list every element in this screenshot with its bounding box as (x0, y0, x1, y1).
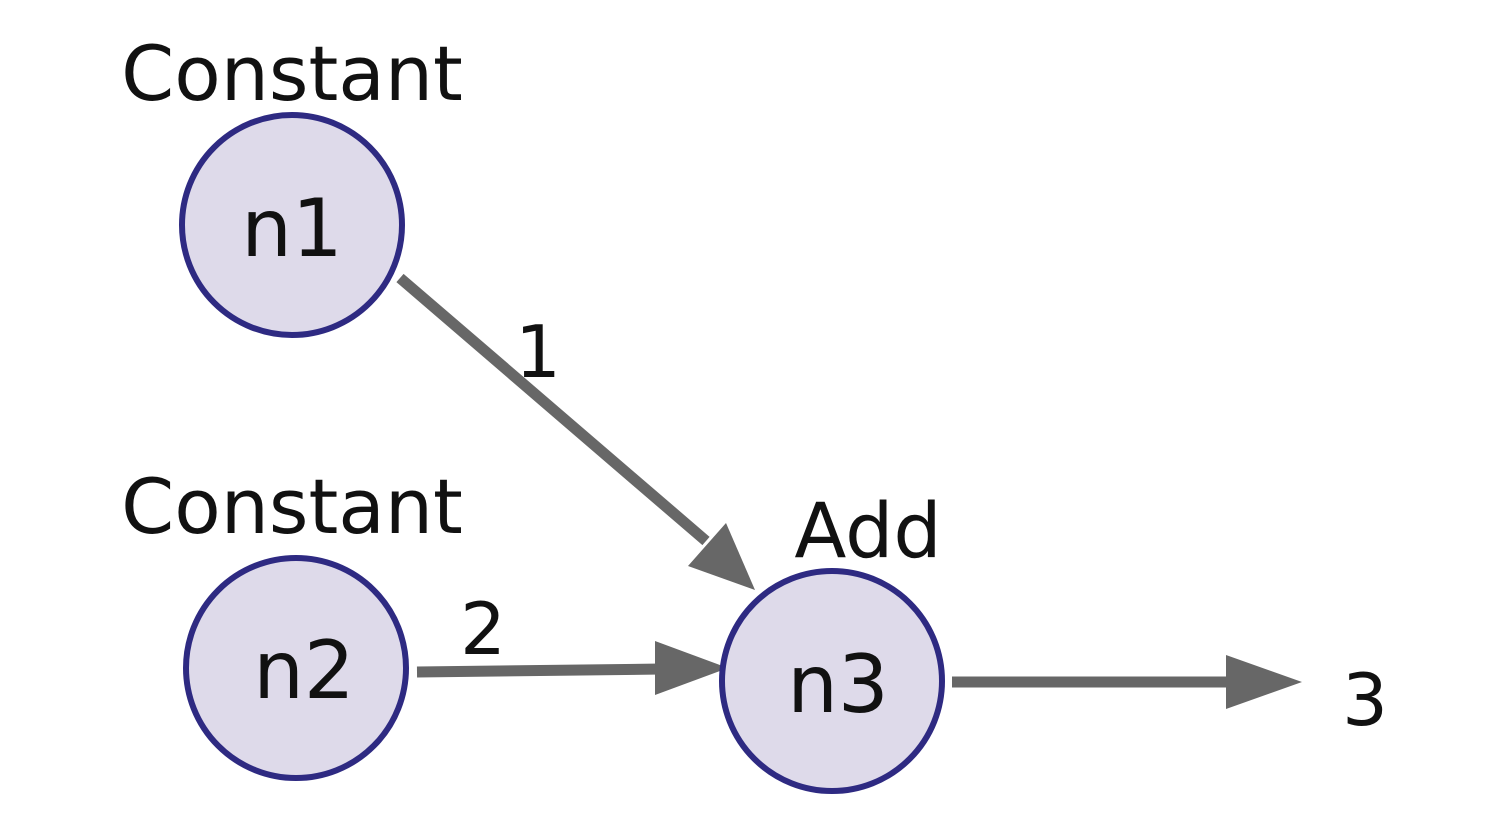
output-value-label: 3 (1342, 658, 1388, 742)
edge-n2-n3 (416, 641, 728, 695)
edge-n2-n3-line (416, 663, 663, 678)
edge-n1-n3-arrowhead (688, 523, 755, 590)
node-n1-circle (179, 112, 405, 338)
edge-n3-output (952, 655, 1302, 709)
edge-n1-n3-label: 1 (515, 310, 561, 394)
node-n1-id-label: n1 (241, 182, 343, 275)
node-n1: n1 (179, 112, 405, 338)
node-n2: n2 (183, 555, 409, 781)
node-n3-type-label: Add (794, 486, 941, 575)
edge-n1-n3 (396, 273, 755, 590)
node-n3: n3 (719, 568, 945, 794)
node-n3-id-label: n3 (787, 638, 889, 731)
edge-n3-output-arrowhead (1226, 655, 1302, 709)
node-n3-circle (719, 568, 945, 794)
node-n2-type-label: Constant (121, 462, 463, 551)
edge-n2-n3-label: 2 (460, 587, 506, 671)
node-n2-circle (183, 555, 409, 781)
edge-n2-n3-arrowhead (655, 641, 728, 695)
node-n2-id-label: n2 (253, 624, 355, 717)
node-n1-type-label: Constant (121, 29, 463, 118)
edge-n1-n3-line (396, 273, 710, 546)
